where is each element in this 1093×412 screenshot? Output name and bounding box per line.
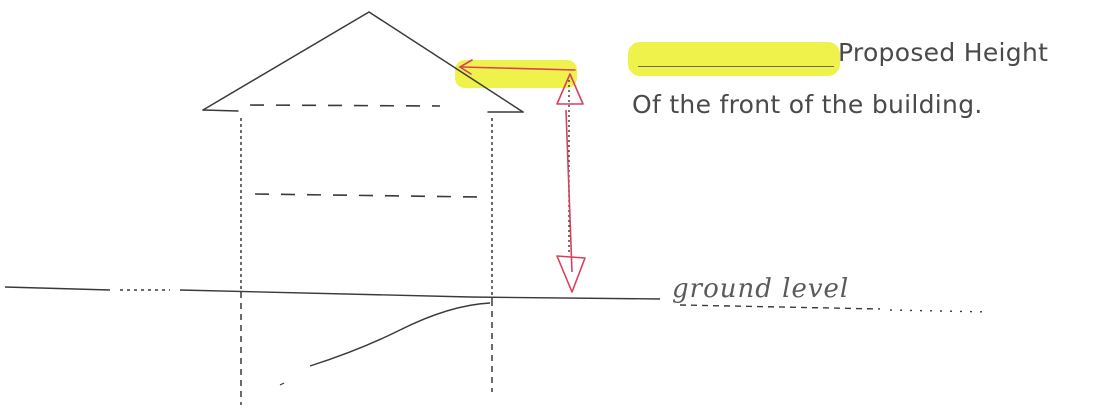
proposed-height-label: Proposed Height [638,38,1048,67]
building-walls [240,118,493,300]
proposed-height-text: Proposed Height [838,38,1049,67]
highlight-roof-marker [455,60,577,88]
roof-pointer-arrow [458,59,576,75]
ground-line [4,286,991,313]
roof-outline [202,11,524,113]
floor-dashes [249,104,481,198]
height-blank-field [638,38,834,67]
highlight-label-blank [628,42,840,76]
ground-level-label: ground level [672,274,850,304]
pencil-dot [279,382,285,386]
front-of-building-text: Of the front of the building. [632,90,983,119]
slope-curve [309,302,491,367]
foundation-walls [240,292,493,405]
height-arrow [556,73,586,293]
